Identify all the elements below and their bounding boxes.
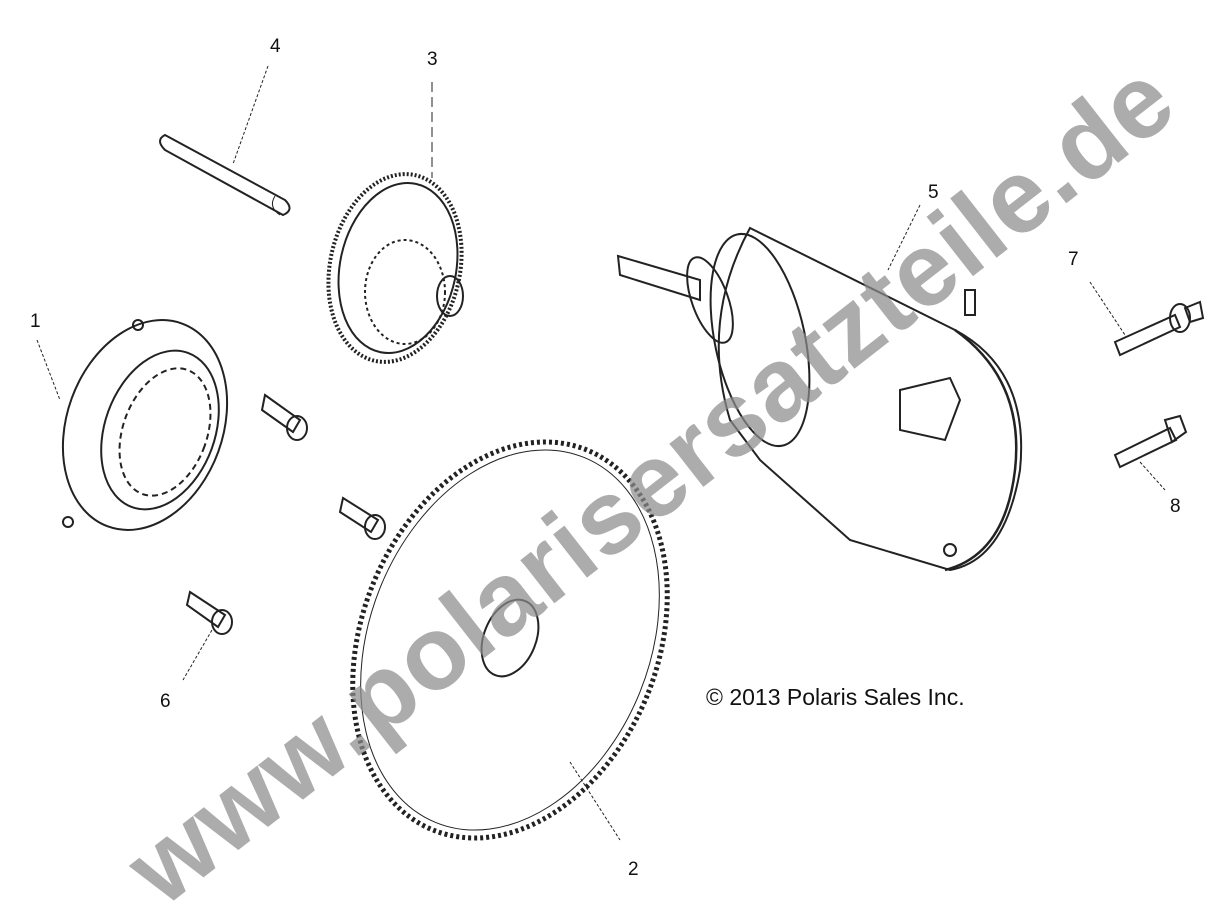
callout-1: 1	[30, 311, 41, 332]
starter-motor-part	[616, 226, 1023, 572]
flange-bolt-part	[1113, 414, 1188, 469]
copyright-notice: © 2013 Polaris Sales Inc.	[706, 684, 965, 710]
ring-gear-part	[350, 439, 670, 841]
callout-4: 4	[270, 36, 281, 57]
pin-part	[159, 133, 291, 217]
callout-2: 2	[628, 859, 639, 880]
callout-6: 6	[160, 691, 171, 712]
callout-8: 8	[1170, 496, 1181, 517]
clutch-housing-part	[61, 319, 229, 531]
idler-gear-part	[326, 172, 464, 364]
callout-7: 7	[1068, 249, 1079, 270]
callout-5: 5	[928, 182, 939, 203]
callout-3: 3	[427, 49, 438, 70]
shoulder-bolt-part	[1113, 300, 1205, 357]
socket-screw-part	[185, 393, 386, 635]
